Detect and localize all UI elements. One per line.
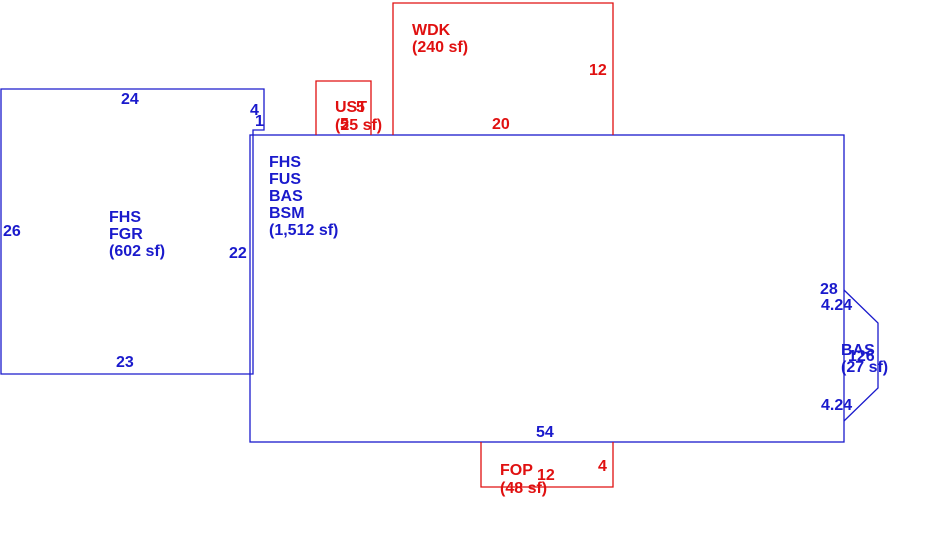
- bay-code: BAS: [841, 342, 875, 359]
- main-dim-right: 28: [820, 281, 838, 298]
- garage-code-2: FGR: [109, 226, 143, 243]
- garage-code-1: FHS: [109, 209, 141, 226]
- fop-area: (48 sf): [500, 480, 547, 497]
- main-house-outline: [249, 134, 845, 443]
- main-code-4: BSM: [269, 205, 305, 222]
- wdk-outline: [392, 2, 614, 135]
- bay-area: (27 sf): [841, 359, 888, 376]
- fop-dim-width: 12: [537, 467, 555, 484]
- ust-outline: [315, 80, 372, 135]
- bay-dim-lower: 4.24: [821, 397, 852, 414]
- garage-outline: [0, 88, 265, 375]
- ust-dim-height: 5: [340, 116, 349, 133]
- garage-dim-left: 26: [3, 223, 21, 240]
- bay-window-outline: [843, 289, 879, 422]
- wdk-area: (240 sf): [412, 39, 468, 56]
- ust-area: (25 sf): [335, 117, 382, 134]
- garage-dim-bottom: 23: [116, 354, 134, 371]
- main-dim-bottom: 54: [536, 424, 554, 441]
- wdk-dim-width: 20: [492, 116, 510, 133]
- garage-dim-notch-top: 4: [250, 102, 259, 119]
- garage-area: (602 sf): [109, 243, 165, 260]
- wdk-code: WDK: [412, 22, 451, 39]
- bay-dim-upper: 4.24: [821, 297, 852, 314]
- main-code-2: FUS: [269, 171, 301, 188]
- main-code-1: FHS: [269, 154, 301, 171]
- garage-dim-top: 24: [121, 91, 139, 108]
- bay-dim-front: 126: [848, 348, 875, 365]
- wdk-dim-height: 12: [589, 62, 607, 79]
- ust-dim-width: 5: [356, 99, 365, 116]
- main-code-3: BAS: [269, 188, 303, 205]
- fop-dim-height: 4: [598, 458, 607, 475]
- garage-dim-right: 22: [229, 245, 247, 262]
- fop-outline: [480, 442, 614, 488]
- ust-code: UST: [335, 99, 367, 116]
- fop-code: FOP: [500, 462, 533, 479]
- garage-dim-notch-side: 1: [255, 113, 264, 130]
- main-area: (1,512 sf): [269, 222, 338, 239]
